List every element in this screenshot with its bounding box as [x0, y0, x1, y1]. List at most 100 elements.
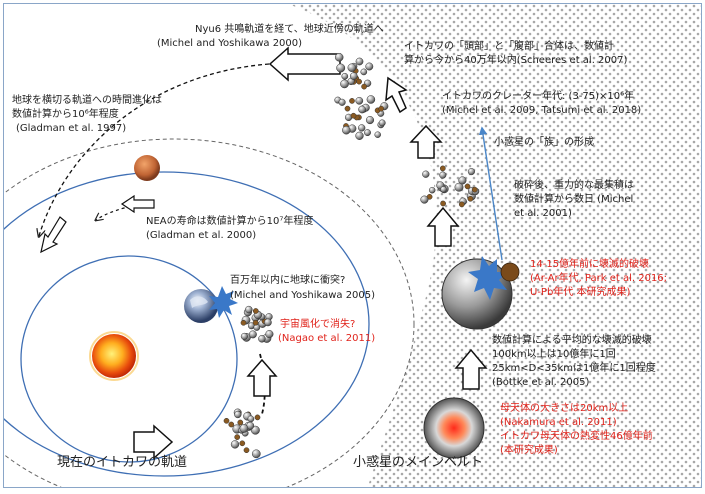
label-merge: イトカワの「頭部」と「腹部」合体は、数値計 — [404, 41, 614, 52]
label-current-orbit: 現在のイトカワの軌道 — [57, 455, 188, 470]
rubble-pebble — [254, 414, 261, 421]
arrow-to-near-earth — [268, 46, 341, 82]
label-destroy: 14-15億年前に壊滅的破壊 — [530, 259, 650, 270]
rubble-pebble — [234, 410, 242, 419]
earth-icon — [184, 289, 218, 323]
label-nea: NEAの寿命は数値計算から10⁷年程度 — [146, 216, 314, 227]
diagram-canvas — [4, 4, 701, 487]
rubble-pebble — [230, 440, 240, 449]
label-parent-3: (本研究成果) — [500, 445, 558, 456]
rubble-pebble — [234, 434, 241, 440]
rubble-pebble — [245, 305, 253, 314]
itokawa-dashed-path — [259, 353, 266, 415]
label-reaccum-2: 数値計算から数日 (Michel — [514, 194, 634, 205]
rubble-pebble — [265, 330, 274, 339]
earth-impact-star — [209, 286, 238, 318]
rubble-pebble — [361, 83, 367, 90]
arrow-down-left — [40, 216, 67, 254]
rubble-pebble — [349, 72, 358, 80]
arrow-up-belt-bottom — [454, 348, 488, 390]
rubble-pebble — [439, 171, 447, 179]
label-crossing-2: 数値計算から10⁶年程度 — [12, 109, 119, 120]
label-weathering: 宇宙風化で消失? — [280, 319, 356, 330]
rubble-pebble — [355, 57, 364, 66]
family-formation-arrow — [478, 126, 503, 261]
rubble-pebble — [355, 96, 364, 105]
label-crater-ref: (Michel et al. 2009, Tatsumi et al. 2018… — [442, 105, 642, 116]
main-belt-inner-clear — [539, 4, 701, 487]
rubble-pebble — [350, 112, 357, 119]
rubble-pebble — [467, 168, 475, 176]
label-reaccum: 破砕後、重力的な最集積は — [514, 180, 634, 191]
label-rate: 数値計算による平均的な壊滅的破壊 — [492, 335, 652, 346]
label-destroy-2: (Ar-Ar年代, Park et al. 2016; — [530, 273, 668, 284]
mars-orbit — [4, 171, 370, 477]
rubble-pebble — [464, 183, 471, 190]
label-nyu6-ref: (Michel and Yoshikawa 2000) — [157, 38, 303, 49]
shattered-body-icon — [441, 256, 520, 330]
rubble-pebble — [344, 105, 351, 112]
outer-dashed-orbit — [39, 63, 270, 236]
rubble-pebble — [467, 195, 474, 202]
main-belt-band — [287, 4, 701, 487]
rubble-pebble — [378, 119, 386, 127]
rubble-pebble — [334, 53, 344, 62]
label-family: 小惑星の「族」の形成 — [494, 137, 594, 148]
rubble-pebble — [458, 201, 465, 208]
rubble-pebble — [358, 105, 366, 114]
mars-icon — [134, 155, 160, 181]
rubble-pebble — [223, 417, 230, 424]
rubble-pebble — [342, 125, 351, 135]
label-crossing: 地球を横切る軌道への時間進化は — [12, 95, 162, 106]
label-nea-ref: (Gladman et al. 2000) — [146, 230, 257, 241]
label-parent-2: イトカワ母天体の熱変性46億年前 — [500, 431, 653, 442]
rubble-pebble — [356, 78, 362, 85]
rubble-pebble — [237, 419, 244, 426]
rubble-pebble — [440, 200, 446, 207]
label-destroy-3: U-Pb年代 本研究成果) — [530, 287, 631, 298]
rubble-pebble — [458, 176, 467, 185]
rubble-pebble — [349, 98, 355, 104]
rubble-pebble — [365, 116, 375, 125]
rubble-pebble — [471, 186, 478, 193]
label-weathering-ref: (Nagao et al. 2011) — [278, 333, 376, 344]
rubble-pebble — [364, 129, 371, 137]
rubble-pebble — [374, 131, 381, 138]
label-rate-ref: (Bottke et al. 2005) — [492, 377, 590, 388]
rubble-pebble — [336, 63, 346, 73]
arrow-orbit-left — [120, 194, 155, 214]
rubble-pebble — [248, 330, 257, 339]
label-reaccum-3: et al. 2001) — [514, 208, 572, 219]
rubble-pebble — [240, 332, 248, 340]
rubble-pebble — [428, 186, 436, 194]
arrow-up-belt-top — [385, 76, 408, 114]
rubble-pebble — [366, 95, 376, 104]
rubble-pebble — [422, 170, 430, 178]
label-merge-2: 算から今から40万年以内(Scheeres et al. 2007) — [404, 55, 628, 66]
rubble-pebble — [239, 440, 246, 447]
rubble-pebble — [258, 335, 266, 343]
rubble-pebble — [341, 72, 349, 80]
earth-orbit — [20, 255, 238, 463]
figure-frame: Nyu6 共鳴軌道を経て、地球近傍の軌道へ (Michel and Yoshik… — [3, 3, 702, 488]
rubble-pebble — [243, 447, 250, 454]
rubble-pebble — [340, 79, 349, 89]
rubble-pebble — [338, 98, 346, 106]
rubble-pebble — [239, 424, 249, 433]
arrow-up-belt-mid — [426, 206, 460, 247]
rubble-pebble — [251, 449, 261, 459]
rubble-pebble — [252, 308, 259, 314]
rubble-pebble — [247, 415, 255, 423]
rubble-pebble — [228, 421, 235, 428]
rubble-pebble — [252, 319, 259, 326]
rubble-pebble — [240, 319, 247, 326]
label-nyu6: Nyu6 共鳴軌道を経て、地球近傍の軌道へ — [195, 24, 384, 35]
nea-orbit — [4, 138, 415, 487]
label-crossing-ref: (Gladman et al. 1997) — [16, 123, 127, 134]
label-parent-ref: (Nakamura et al. 2011) — [500, 417, 617, 428]
rubble-pebble — [365, 62, 374, 71]
label-rate-3: 25km<D<35kmは1億年に1回程度 — [492, 363, 656, 374]
rubble-pebble — [358, 124, 366, 132]
rubble-pebble — [420, 195, 429, 204]
rubble-pebble — [355, 131, 364, 140]
